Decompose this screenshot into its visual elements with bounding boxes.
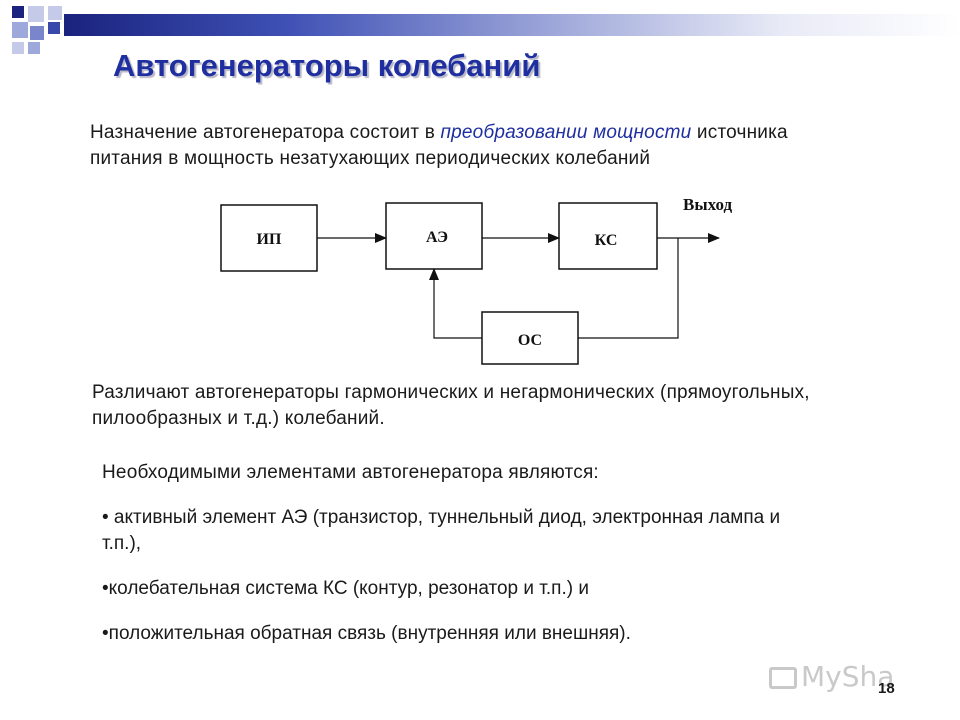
block-os-label: ОС [518,332,542,349]
intro-text-after: источника питания в мощность незатухающи… [90,122,788,169]
corner-square-mid-1 [12,22,28,38]
types-paragraph: Различают автогенераторы гармонических и… [92,382,810,429]
corner-square-light-1 [28,6,44,22]
block-ks-label: КС [595,232,618,249]
top-gradient-bar [64,14,960,36]
page-number: 18 [878,680,895,697]
watermark: MySha [769,660,894,693]
corner-square-dark-1 [12,6,24,18]
corner-square-mid-3 [28,42,40,54]
watermark-icon [769,667,797,689]
block-ae [385,202,483,270]
output-label: Выход [683,195,732,214]
element-item-feedback: •положительная обратная связь (внутрення… [102,623,631,644]
watermark-text: MySha [801,660,895,693]
intro-text-before: Назначение автогенератора состоит в [90,122,441,143]
block-ip [220,204,318,272]
element-item-oscillating: •колебательная система КС (контур, резон… [102,578,589,599]
corner-square-light-3 [12,42,24,54]
intro-highlight: преобразовании мощности [440,122,692,143]
corner-square-light-2 [48,6,62,20]
slide-title: Автогенераторы колебаний [113,48,541,83]
intro-paragraph: Назначение автогенератора состоит в прео… [90,120,860,172]
element-item-active: • активный элемент АЭ (транзистор, тунне… [102,507,781,554]
feedback-arrow-to-ae [429,268,482,339]
corner-square-dark-2 [48,22,60,34]
corner-square-mid-2 [30,26,44,40]
block-ip-label: ИП [257,231,282,248]
feedback-line-to-os [578,238,679,339]
elements-intro: Необходимыми элементами автогенератора я… [102,462,599,483]
block-ae-label: АЭ [426,229,448,246]
